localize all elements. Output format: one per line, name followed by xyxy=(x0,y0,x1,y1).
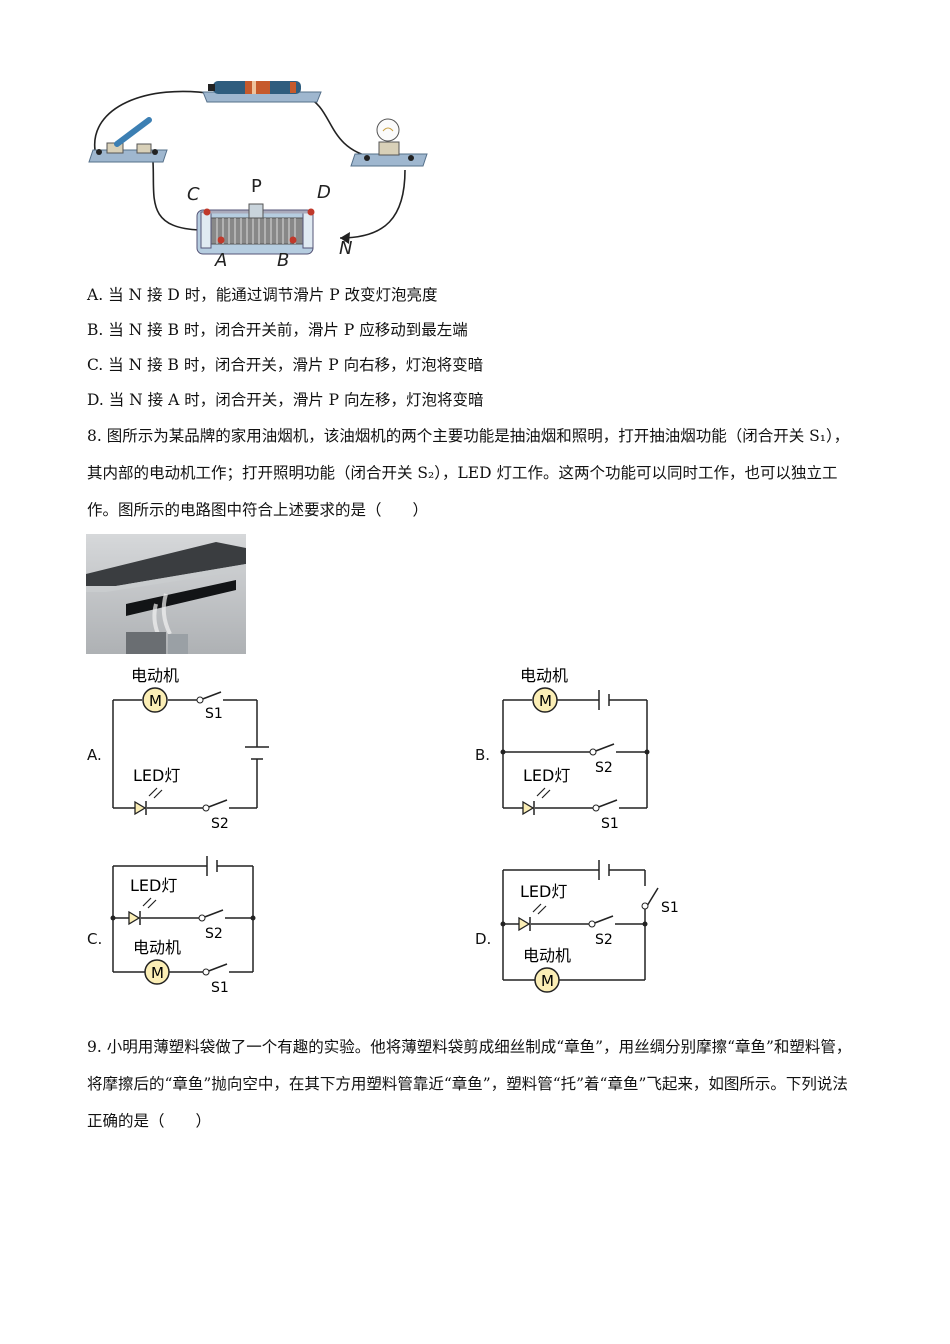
circuit-c-s2-label: S2 xyxy=(205,926,223,942)
circuit-c-s1-label: S1 xyxy=(211,980,229,996)
circuit-a: M 电动机 LED灯 S1 S2 xyxy=(112,666,269,832)
q9-stem: 9. 小明用薄塑料袋做了一个有趣的实验。他将薄塑料袋剪成细丝制成“章鱼”，用丝绸… xyxy=(87,1038,852,1130)
range-hood-photo xyxy=(86,534,246,654)
q7-circuit-figure: P C D A B N xyxy=(88,81,428,271)
q7-option-d: D. 当 N 接 A 时，闭合开关，滑片 P 向左移，灯泡将变暗 xyxy=(87,391,484,409)
q7-label-D: D xyxy=(317,182,331,203)
q7-option-a: A. 当 N 接 D 时，能通过调节滑片 P 改变灯泡亮度 xyxy=(87,286,438,304)
circuit-b-motor-label: 电动机 xyxy=(520,666,568,685)
circuit-b-key: B. xyxy=(475,746,491,764)
q7-label-P: P xyxy=(251,176,262,197)
circuit-d-key: D. xyxy=(475,930,492,948)
motor-b-symbol: M xyxy=(539,692,552,710)
q7-label-N: N xyxy=(339,238,352,259)
circuit-d-led-label: LED灯 xyxy=(520,882,567,901)
q8-stem: 8. 图所示为某品牌的家用油烟机，该油烟机的两个主要功能是抽油烟和照明，打开抽油… xyxy=(87,427,850,519)
circuit-d: M LED灯 电动机 S2 S1 xyxy=(500,860,679,993)
circuit-d-s2-label: S2 xyxy=(595,932,613,948)
q7-option-b: B. 当 N 接 B 时，闭合开关前，滑片 P 应移动到最左端 xyxy=(87,321,468,339)
circuit-d-s1-label: S1 xyxy=(661,900,679,916)
circuit-b-s2-label: S2 xyxy=(595,760,613,776)
circuit-c-motor-label: 电动机 xyxy=(133,938,181,957)
motor-c-symbol: M xyxy=(151,964,164,982)
q7-option-c: C. 当 N 接 B 时，闭合开关，滑片 P 向右移，灯泡将变暗 xyxy=(87,356,484,374)
circuit-d-motor-label: 电动机 xyxy=(523,946,571,965)
circuit-a-key: A. xyxy=(87,746,102,764)
q7-label-C: C xyxy=(187,184,200,205)
circuit-b-s1-label: S1 xyxy=(601,816,619,832)
motor-d-symbol: M xyxy=(541,972,554,990)
q7-label-B: B xyxy=(277,250,289,271)
q7-label-A: A xyxy=(214,250,227,271)
circuit-a-motor-label: 电动机 xyxy=(131,666,179,685)
circuit-b: M 电动机 LED灯 S2 S1 xyxy=(500,666,650,832)
circuit-c-led-label: LED灯 xyxy=(130,876,177,895)
circuit-b-led-label: LED灯 xyxy=(523,766,570,785)
motor-a-symbol: M xyxy=(149,692,162,710)
circuit-a-led-label: LED灯 xyxy=(133,766,180,785)
circuit-a-s1-label: S1 xyxy=(205,706,223,722)
circuit-a-s2-label: S2 xyxy=(211,816,229,832)
circuit-c: M LED灯 电动机 S2 S1 xyxy=(110,856,256,996)
circuit-c-key: C. xyxy=(87,930,103,948)
